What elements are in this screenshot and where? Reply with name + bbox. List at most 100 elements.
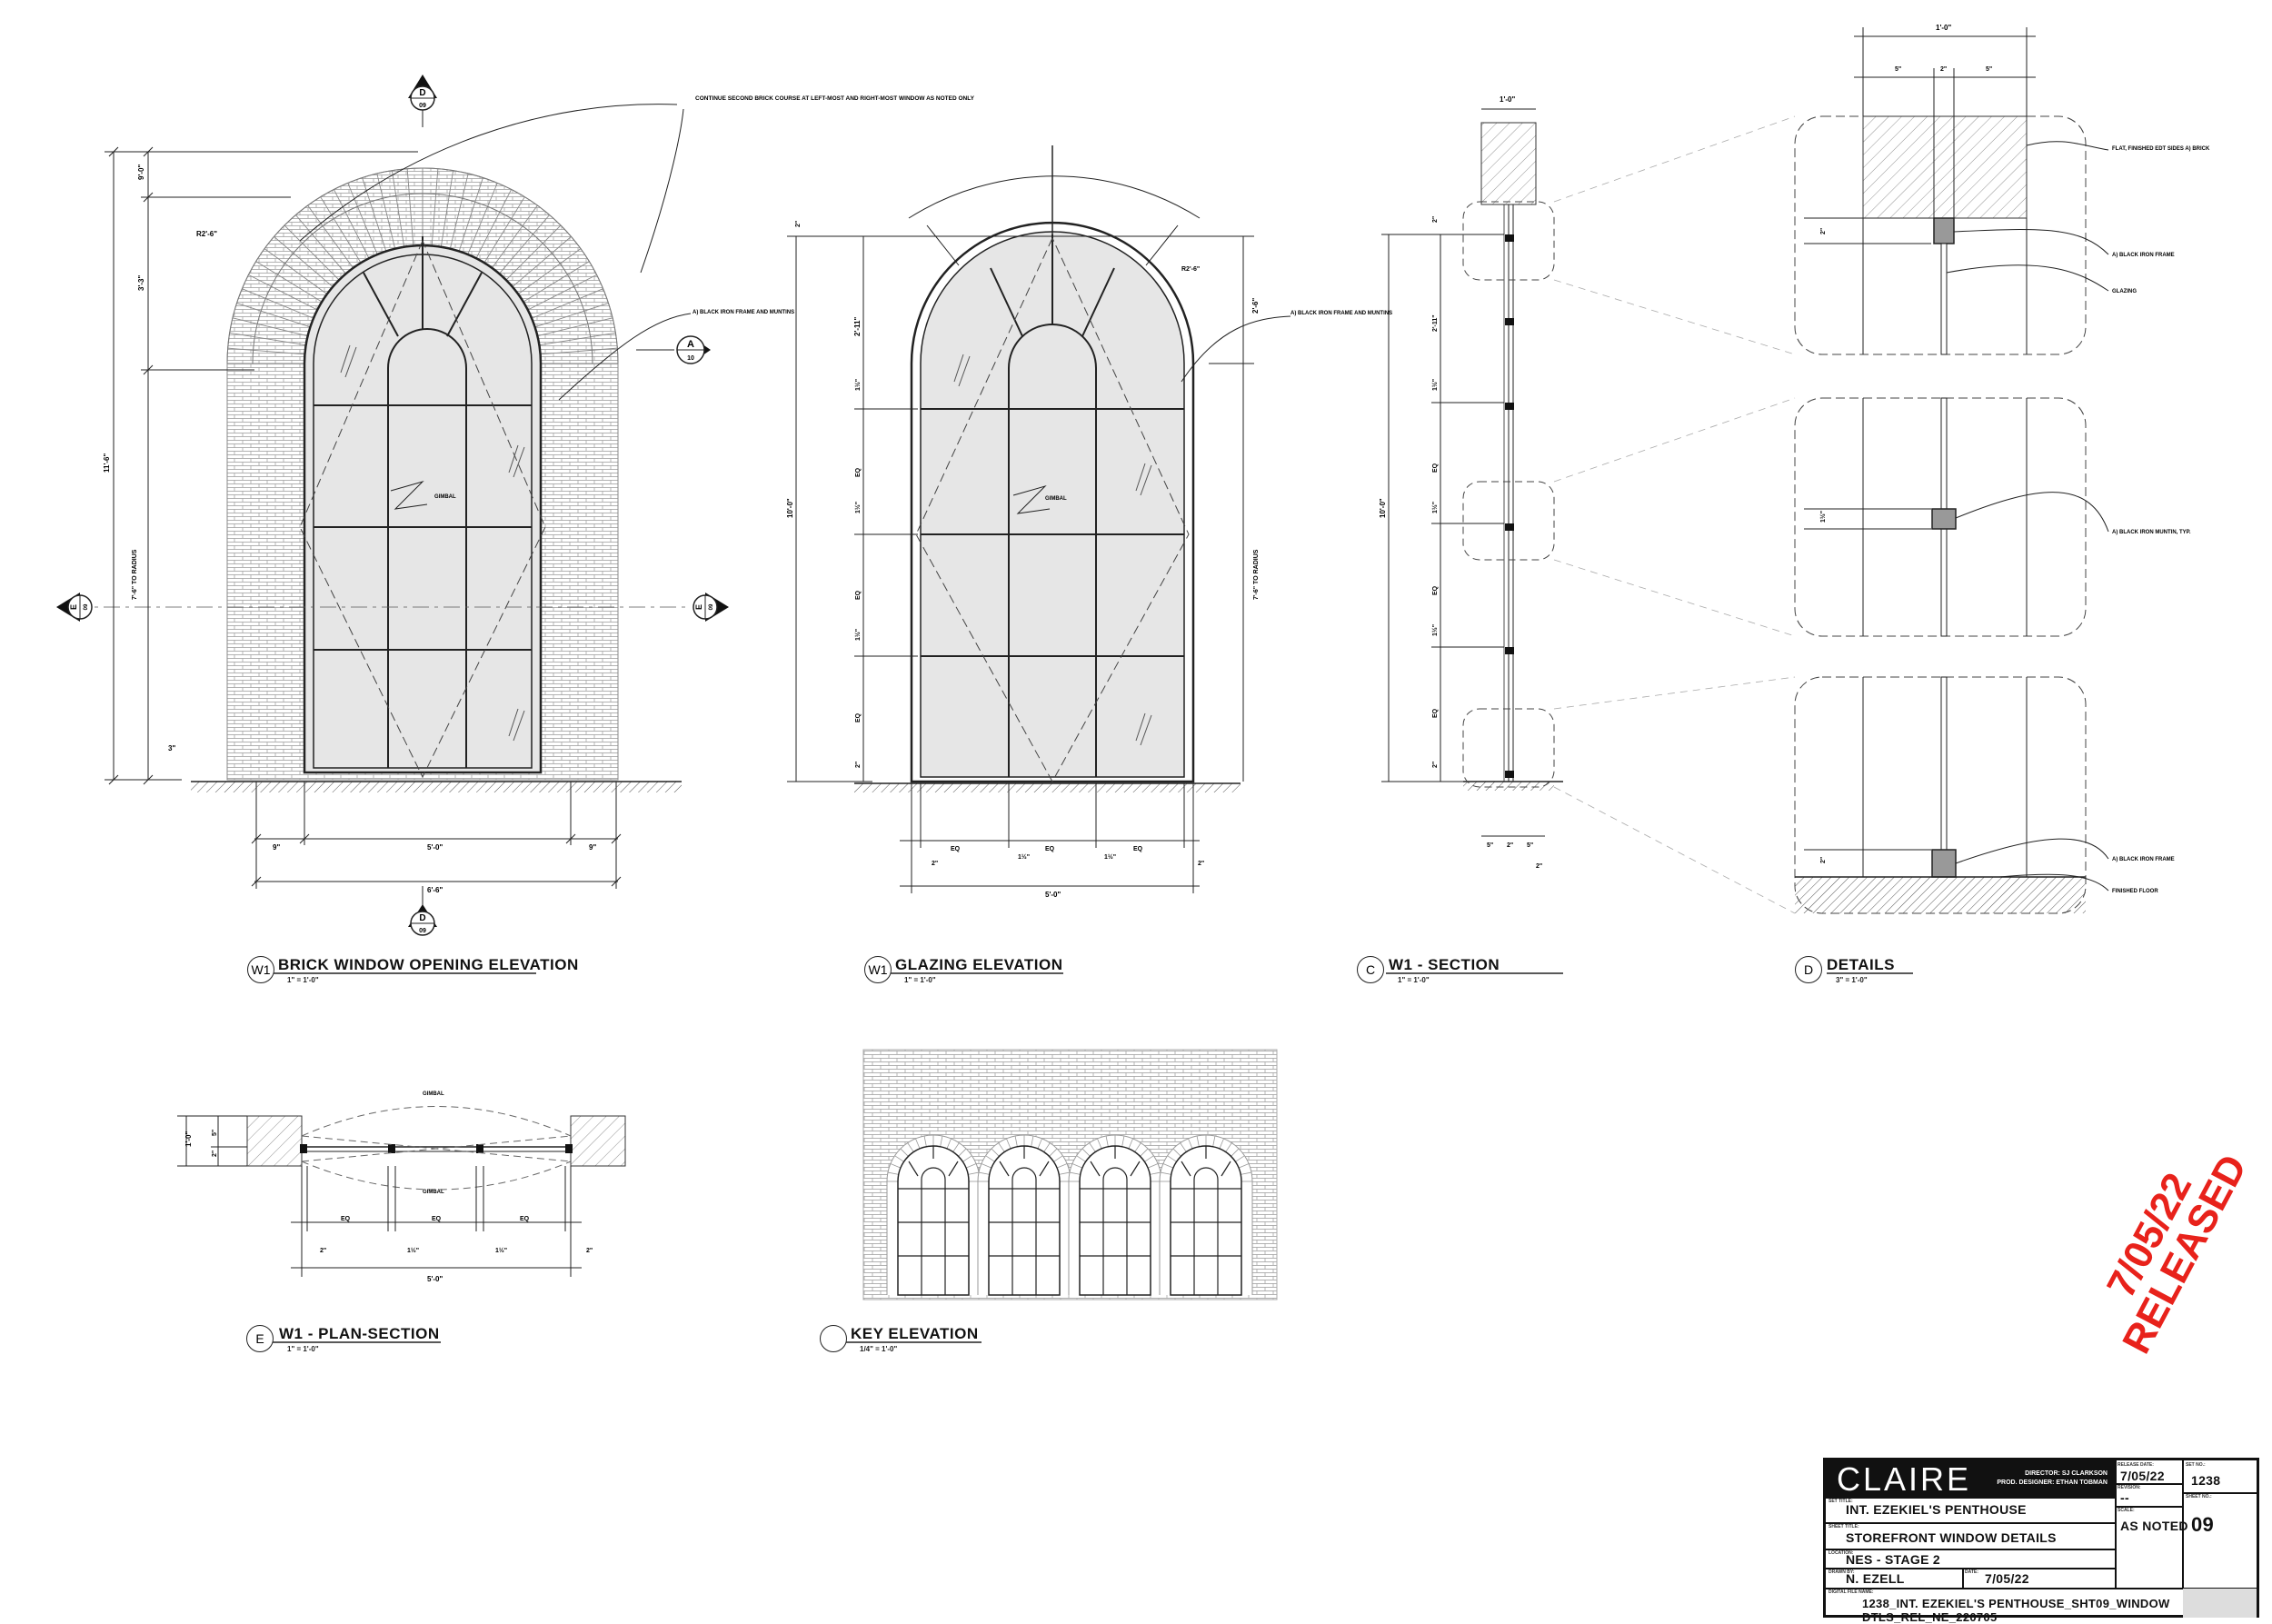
dim-eq: EQ bbox=[1045, 846, 1055, 852]
dim-eq: EQ bbox=[855, 712, 862, 722]
dim-9-0: 9'-0" bbox=[137, 164, 145, 180]
date: 7/05/22 bbox=[1985, 1571, 2029, 1586]
view-bubble-plan: E bbox=[246, 1325, 274, 1352]
dim-1-0: 1'-0" bbox=[1936, 24, 1951, 32]
note-detail-5: A) BLACK IRON FRAME bbox=[2112, 857, 2175, 862]
dim-eq: EQ bbox=[951, 846, 961, 852]
dim-2: 2" bbox=[1940, 66, 1947, 73]
view-scale-section: 1" = 1'-0" bbox=[1398, 976, 1430, 984]
sheet-no: 09 bbox=[2191, 1513, 2215, 1536]
view-bubble-details: D bbox=[1795, 956, 1822, 983]
callout-sheet: 09 bbox=[419, 928, 426, 934]
revision-caption: REVISION: bbox=[2118, 1485, 2141, 1490]
note-detail-1: FLAT, FINISHED EDT SIDES A) BRICK bbox=[2112, 146, 2210, 152]
title-underlines bbox=[273, 972, 1913, 1343]
gimbal-label: GIMBAL bbox=[423, 1190, 444, 1195]
note-detail-2: A) BLACK IRON FRAME bbox=[2112, 253, 2175, 258]
dim-5-0: 5'-0" bbox=[1045, 891, 1061, 899]
brick-elevation-view: GIMBAL 11'-6" 9'-0" 3'-3" 7'-6" TO RADIU… bbox=[73, 104, 692, 894]
dim-1-half: 1½" bbox=[854, 379, 862, 391]
release-date: 7/05/22 bbox=[2120, 1469, 2165, 1483]
dim-eq: EQ bbox=[1432, 708, 1439, 718]
dim-eq: EQ bbox=[1133, 846, 1143, 852]
sheet-title-caption: SHEET TITLE: bbox=[1829, 1524, 1859, 1529]
dim-2-11: 2'-11" bbox=[853, 317, 862, 336]
sheet-no-shade bbox=[2183, 1589, 2257, 1618]
dim-eq: EQ bbox=[1432, 585, 1439, 595]
dim-9-left: 9" bbox=[273, 843, 280, 852]
sheet-title: STOREFRONT WINDOW DETAILS bbox=[1846, 1530, 2057, 1545]
view-bubble-brick: W1 bbox=[247, 956, 274, 983]
dim-r2-6: R2'-6" bbox=[1181, 266, 1200, 273]
gimbal-label: GIMBAL bbox=[1045, 496, 1067, 502]
note-detail-6: FINISHED FLOOR bbox=[2112, 889, 2158, 894]
view-title-plan: W1 - PLAN-SECTION bbox=[279, 1325, 440, 1342]
dim-1-half: 1½" bbox=[1819, 511, 1827, 523]
dim-eq: EQ bbox=[855, 590, 862, 600]
view-title-glazing: GLAZING ELEVATION bbox=[895, 956, 1063, 973]
dim-2: 2" bbox=[1820, 228, 1827, 234]
dim-2: 2" bbox=[212, 1151, 218, 1157]
view-title-brick: BRICK WINDOW OPENING ELEVATION bbox=[278, 956, 579, 973]
dim-1-half: 1½" bbox=[407, 1247, 419, 1254]
callout-letter: E bbox=[694, 604, 703, 610]
dim-5: 5" bbox=[1895, 66, 1901, 73]
dim-5-0: 5'-0" bbox=[427, 843, 443, 852]
view-bubble-key bbox=[820, 1325, 847, 1352]
view-bubble-glazing: W1 bbox=[864, 956, 892, 983]
dim-2: 2" bbox=[320, 1248, 326, 1254]
dim-2: 2" bbox=[795, 221, 802, 227]
dim-1-half: 1½" bbox=[495, 1247, 507, 1254]
view-scale-brick: 1" = 1'-0" bbox=[287, 976, 319, 984]
set-title: INT. EZEKIEL'S PENTHOUSE bbox=[1846, 1502, 2027, 1517]
dim-5-0: 5'-0" bbox=[427, 1275, 443, 1283]
note-frame-a: A) BLACK IRON FRAME AND MUNTINS bbox=[693, 310, 794, 315]
view-title-section: W1 - SECTION bbox=[1389, 956, 1500, 973]
dim-10-0: 10'-0" bbox=[1379, 498, 1387, 518]
callout-e-left: E 09 bbox=[56, 593, 93, 622]
callout-d-bottom: D 09 bbox=[408, 886, 437, 936]
dim-6-6: 6'-6" bbox=[427, 886, 443, 894]
dim-1-half: 1½" bbox=[1018, 853, 1030, 861]
note-detail-3: GLAZING bbox=[2112, 289, 2137, 294]
dim-1-0: 1'-0" bbox=[1500, 95, 1515, 104]
location: NES - STAGE 2 bbox=[1846, 1552, 1940, 1567]
key-elevation-view bbox=[862, 1049, 1278, 1300]
key-window bbox=[1159, 1134, 1253, 1296]
dim-2-11: 2'-11" bbox=[1432, 314, 1439, 332]
section-view: 1'-0" 10'-0" 2'-11" 1½" EQ 1½" EQ 1½" EQ… bbox=[1379, 95, 1796, 914]
dim-2: 2" bbox=[1432, 762, 1439, 768]
view-scale-glazing: 1" = 1'-0" bbox=[904, 976, 936, 984]
drawn-by: N. EZELL bbox=[1846, 1571, 1905, 1586]
set-title-caption: SET TITLE: bbox=[1829, 1499, 1853, 1504]
note-detail-4: A) BLACK IRON MUNTIN, TYP. bbox=[2112, 530, 2191, 535]
digital-file-caption: DIGITAL FILE NAME: bbox=[1829, 1589, 1874, 1595]
revision: -- bbox=[2120, 1490, 2129, 1505]
title-block-brand: CLAIRE DIRECTOR: SJ CLARKSON PROD. DESIG… bbox=[1826, 1460, 2115, 1497]
dim-9-right: 9" bbox=[589, 843, 596, 852]
dim-2: 2" bbox=[1536, 863, 1542, 870]
location-caption: LOCATION: bbox=[1829, 1550, 1854, 1556]
plan-section-view: GIMBAL GIMBAL 1'-0" 5" 2" EQ EQ EQ 2" 1½… bbox=[177, 1091, 626, 1283]
dim-2: 2" bbox=[586, 1248, 593, 1254]
dim-eq: EQ bbox=[432, 1216, 442, 1222]
view-title-details: DETAILS bbox=[1827, 956, 1895, 973]
callout-a-side: A 10 bbox=[636, 335, 711, 364]
set-no: 1238 bbox=[2191, 1473, 2221, 1488]
dim-5: 5" bbox=[212, 1130, 218, 1136]
dim-eq: EQ bbox=[341, 1216, 351, 1222]
view-scale-details: 3" = 1'-0" bbox=[1836, 976, 1868, 984]
gimbal-label: GIMBAL bbox=[423, 1091, 444, 1097]
dim-1-half: 1½" bbox=[854, 502, 862, 513]
callout-sheet: 09 bbox=[419, 103, 426, 109]
callout-letter: A bbox=[687, 339, 694, 350]
dim-eq: EQ bbox=[520, 1216, 530, 1222]
dim-r2-6: R2'-6" bbox=[196, 230, 217, 238]
date-caption: DATE: bbox=[1965, 1569, 1978, 1575]
drawn-by-caption: DRAWN BY: bbox=[1829, 1569, 1855, 1575]
callout-sheet: 09 bbox=[709, 603, 714, 610]
callout-letter: D bbox=[419, 88, 425, 98]
view-scale-plan: 1" = 1'-0" bbox=[287, 1345, 319, 1353]
sheet-no-caption: SHEET NO.: bbox=[2186, 1494, 2212, 1499]
